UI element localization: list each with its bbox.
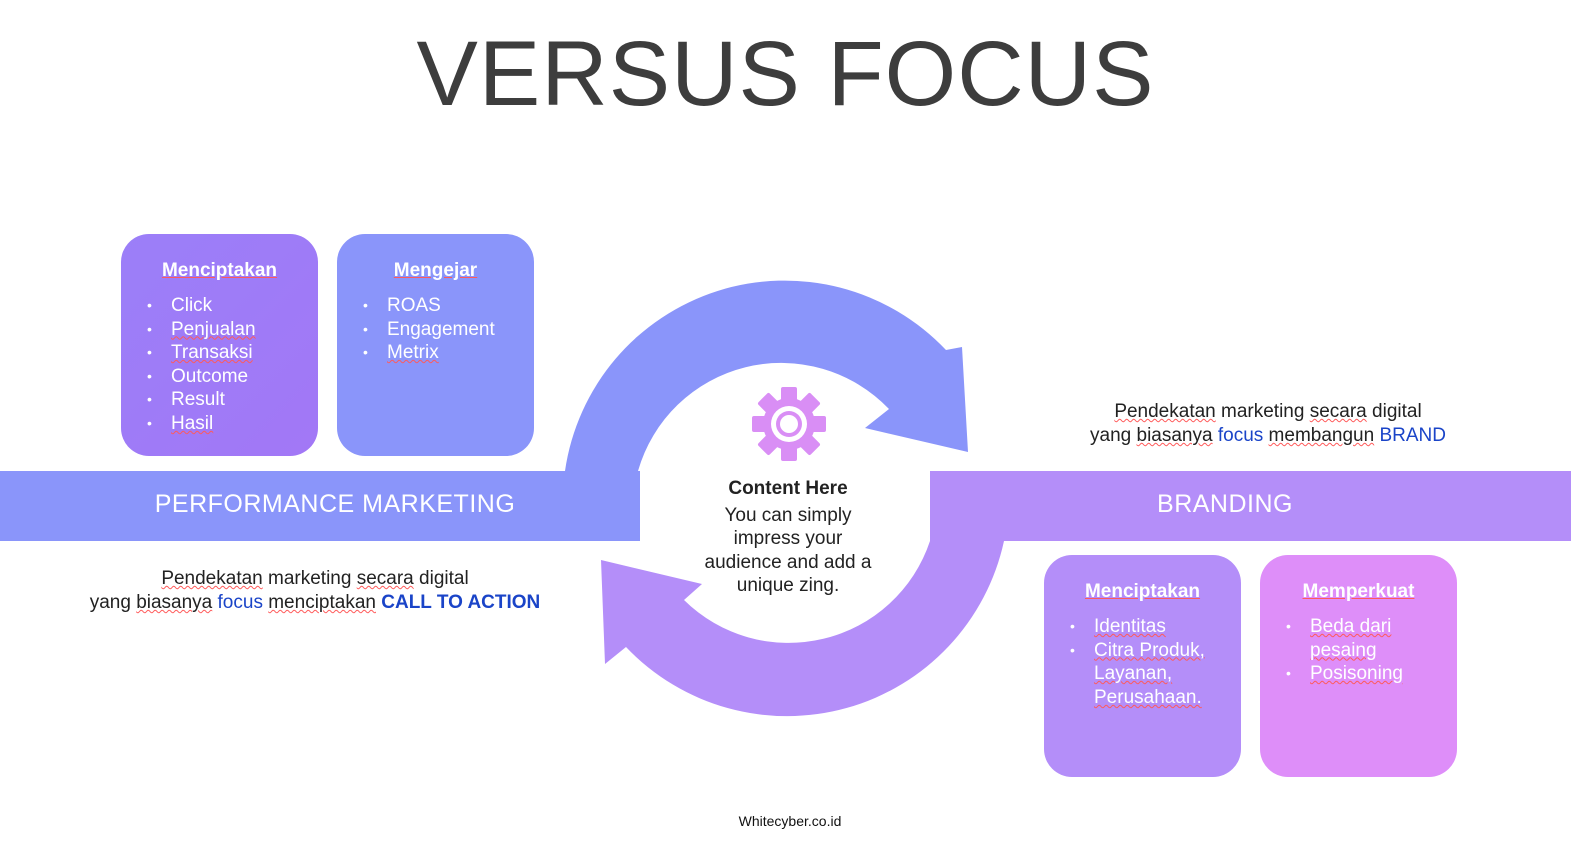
list-item: Outcome (147, 365, 310, 389)
list-item: Citra Produk, Layanan, Perusahaan. (1070, 639, 1233, 710)
list-item: Identitas (1070, 615, 1233, 639)
center-content: Content Here You can simply impress your… (698, 477, 878, 598)
card-heading: Memperkuat (1302, 581, 1415, 602)
card-list: ROAS Engagement Metrix (337, 294, 534, 365)
list-item: Beda dari pesaing (1286, 615, 1449, 662)
list-item: Engagement (363, 318, 526, 342)
card-list: Identitas Citra Produk, Layanan, Perusah… (1044, 615, 1241, 709)
card-menciptakan-branding: Menciptakan Identitas Citra Produk, Laya… (1044, 555, 1241, 777)
footer-credit: Whitecyber.co.id (738, 813, 842, 829)
center-title: Content Here (728, 478, 848, 499)
top-cycle-arrow (565, 280, 968, 471)
card-mengejar: Mengejar ROAS Engagement Metrix (337, 234, 534, 456)
list-item: Click (147, 294, 310, 318)
performance-marketing-band (0, 471, 640, 541)
card-heading: Mengejar (393, 260, 478, 281)
center-body: You can simply impress your audience and… (704, 504, 872, 597)
card-heading: Menciptakan (161, 260, 278, 281)
card-heading: Menciptakan (1084, 581, 1201, 602)
description-line-1: Pendekatan marketing secara digital (1114, 401, 1422, 422)
gear-icon (752, 387, 826, 461)
performance-marketing-label: PERFORMANCE MARKETING (154, 490, 516, 518)
description-line-2: yang biasanya focus menciptakan CALL TO … (89, 592, 541, 613)
list-item: ROAS (363, 294, 526, 318)
list-item: Penjualan (147, 318, 310, 342)
list-item: Transaksi (147, 341, 310, 365)
performance-description: Pendekatan marketing secara digital yang… (60, 567, 570, 615)
card-menciptakan-performance: Menciptakan Click Penjualan Transaksi Ou… (121, 234, 318, 456)
card-memperkuat: Memperkuat Beda dari pesaing Posisoning (1260, 555, 1457, 777)
page-title: VERSUS FOCUS (416, 23, 1155, 125)
description-line-1: Pendekatan marketing secara digital (161, 568, 469, 589)
list-item: Posisoning (1286, 662, 1449, 686)
card-list: Beda dari pesaing Posisoning (1260, 615, 1457, 686)
card-list: Click Penjualan Transaksi Outcome Result… (121, 294, 318, 436)
bottom-cycle-arrow (601, 541, 1004, 717)
list-item: Result (147, 388, 310, 412)
branding-band (930, 471, 1571, 541)
branding-label: BRANDING (1157, 490, 1293, 518)
branding-description: Pendekatan marketing secara digital yang… (1050, 400, 1486, 448)
list-item: Hasil (147, 412, 310, 436)
description-line-2: yang biasanya focus membangun BRAND (1090, 425, 1446, 446)
list-item: Metrix (363, 341, 526, 365)
